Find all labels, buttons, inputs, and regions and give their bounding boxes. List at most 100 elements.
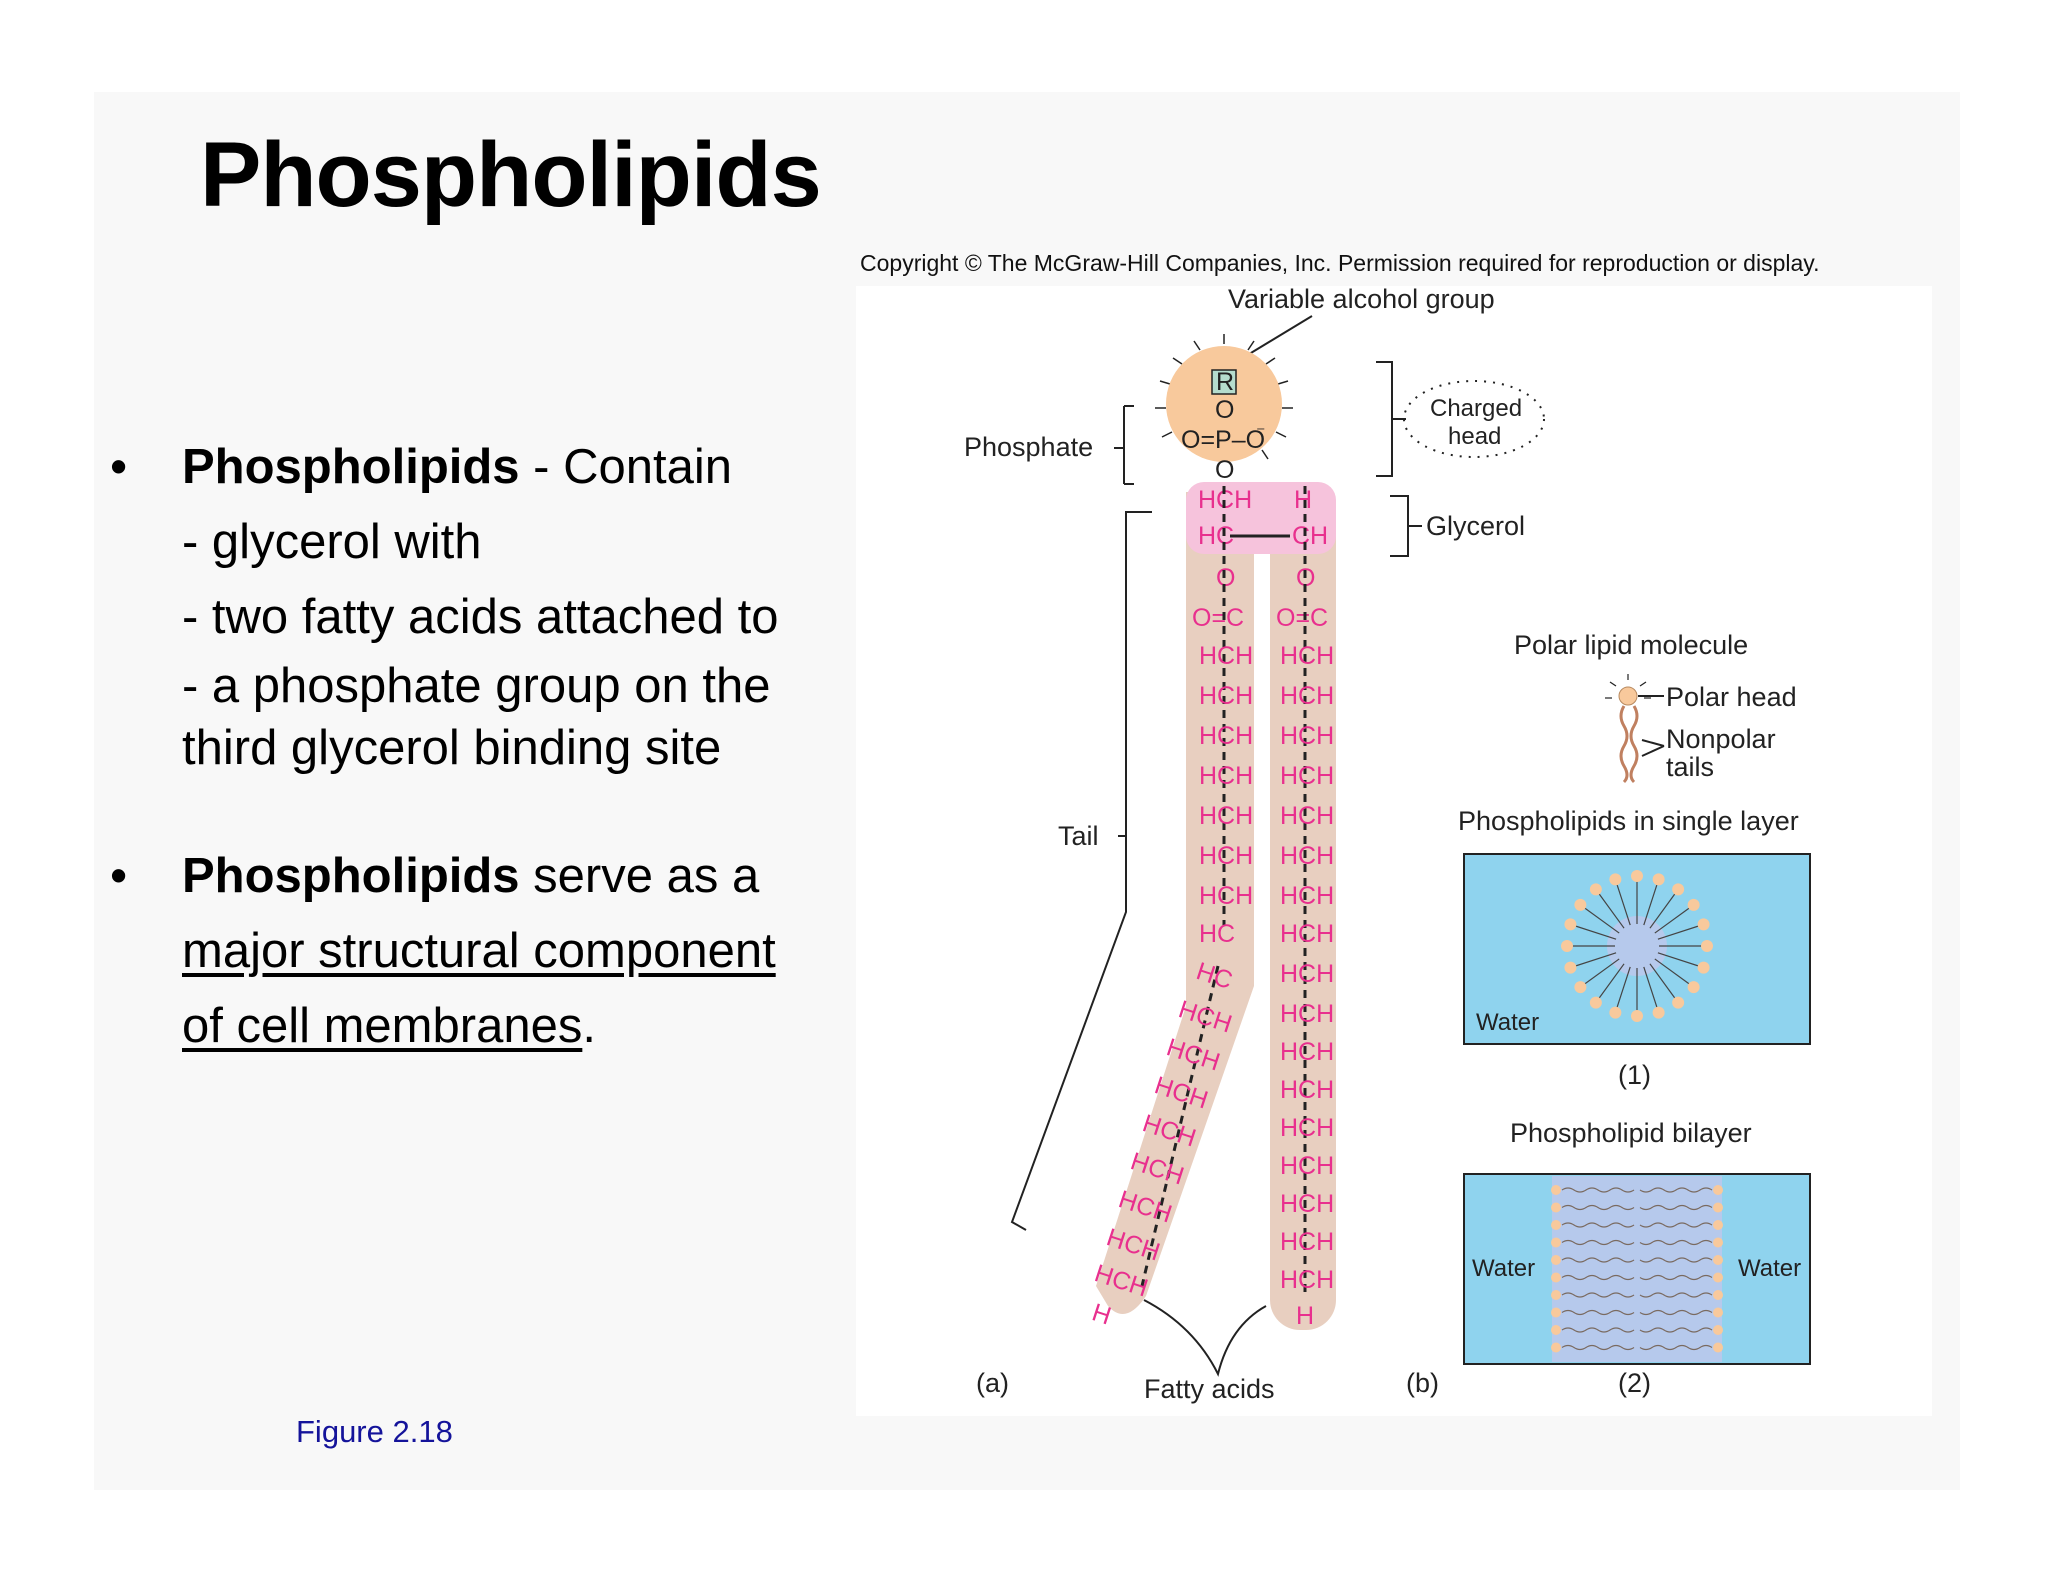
oxygen-bottom: O bbox=[1215, 456, 1234, 484]
glycerol-hc: HC bbox=[1198, 522, 1234, 550]
chain-hch: HCH bbox=[1199, 842, 1253, 870]
chain-hch: HCH bbox=[1280, 1000, 1334, 1028]
bilayer-tail bbox=[1561, 1309, 1635, 1316]
bullet-item-role: • Phospholipids serve as a major structu… bbox=[110, 839, 840, 1064]
micelle-head bbox=[1672, 883, 1685, 896]
label-fatty-acids: Fatty acids bbox=[1144, 1374, 1275, 1404]
bilayer-head bbox=[1551, 1220, 1561, 1230]
micelle-head bbox=[1589, 883, 1602, 896]
micelle-head bbox=[1697, 961, 1710, 974]
charged-head-rays bbox=[1155, 334, 1293, 460]
bilayer-head bbox=[1713, 1255, 1723, 1265]
micelle bbox=[1561, 870, 1713, 1022]
bullet-list: • Phospholipids - Contain - glycerol wit… bbox=[110, 430, 840, 1064]
bilayer-head bbox=[1713, 1325, 1723, 1335]
glycerol-bracket bbox=[1390, 495, 1422, 557]
ester-oxygen-left: O bbox=[1216, 564, 1235, 592]
bullet-bold-term: Phospholipids bbox=[182, 849, 520, 903]
charged-head-halo bbox=[1403, 380, 1545, 458]
label-panel-a: (a) bbox=[976, 1368, 1009, 1398]
bilayer-tail bbox=[1561, 1257, 1635, 1263]
bullet-item-contents: • Phospholipids - Contain - glycerol wit… bbox=[110, 430, 840, 779]
micelle-tail bbox=[1643, 879, 1660, 926]
bilayer-head bbox=[1713, 1307, 1723, 1318]
bullet-text: . bbox=[582, 999, 596, 1053]
left-chain: HCH HCH HCH HCH HCH HCH HCH HC HC HCH HC… bbox=[1089, 642, 1253, 1331]
bullet-line: - two fatty acids attached to bbox=[182, 590, 779, 644]
bilayer-head bbox=[1713, 1237, 1723, 1248]
polar-head-icon bbox=[1618, 686, 1638, 706]
micelle-tail bbox=[1649, 889, 1679, 929]
label-single-layer: Phospholipids in single layer bbox=[1458, 806, 1799, 836]
pointer-line bbox=[1641, 739, 1665, 757]
r-group-box bbox=[1211, 369, 1237, 395]
micelle-tail bbox=[1654, 958, 1694, 988]
micelle-head bbox=[1564, 961, 1577, 974]
label-glycerol: Glycerol bbox=[1426, 511, 1525, 541]
bilayer-head bbox=[1551, 1342, 1561, 1353]
chain-hch: HCH bbox=[1280, 920, 1334, 948]
label-water-right: Water bbox=[1738, 1255, 1801, 1282]
bilayer-head bbox=[1551, 1185, 1561, 1195]
bilayer-tail bbox=[1639, 1327, 1713, 1333]
bilayer-tail bbox=[1561, 1327, 1635, 1333]
bilayer-head bbox=[1713, 1342, 1723, 1353]
micelle-tail bbox=[1657, 923, 1704, 940]
chain-hch: HCH bbox=[1280, 1076, 1334, 1104]
nonpolar-tail-icon bbox=[1629, 705, 1639, 784]
chain-hch: HCH bbox=[1280, 1038, 1334, 1066]
chain-hch: HCH bbox=[1280, 1228, 1334, 1256]
micelle-head bbox=[1609, 873, 1622, 886]
chain-hch: HCH bbox=[1199, 682, 1253, 710]
bilayer-head bbox=[1551, 1307, 1561, 1318]
micelle-head bbox=[1564, 918, 1577, 931]
label-tails: tails bbox=[1666, 752, 1714, 782]
bilayer-tail bbox=[1639, 1309, 1713, 1316]
label-polar-head: Polar head bbox=[1666, 682, 1797, 712]
label-charged: Charged bbox=[1430, 395, 1522, 422]
chain-hch: HCH bbox=[1280, 882, 1334, 910]
copyright-notice: Copyright © The McGraw-Hill Companies, I… bbox=[860, 250, 1820, 276]
chain-hch: HCH bbox=[1199, 762, 1253, 790]
bilayer-tail bbox=[1639, 1257, 1713, 1263]
oxygen-top: O bbox=[1215, 396, 1234, 424]
micelle-head bbox=[1561, 940, 1573, 952]
slide-title: Phospholipids bbox=[200, 124, 822, 226]
glycerol-h: H bbox=[1294, 486, 1312, 514]
bilayer-tail bbox=[1639, 1344, 1713, 1351]
micelle-tail bbox=[1595, 963, 1625, 1003]
bullet-line: - a phosphate group on the bbox=[182, 659, 771, 713]
micelle-head bbox=[1631, 870, 1643, 882]
phospholipid-figure: .lbl { font-size:27px; fill:#222; } .pk … bbox=[856, 284, 1932, 1416]
chain-hch: HCH bbox=[1280, 960, 1334, 988]
bilayer-tail bbox=[1561, 1239, 1635, 1246]
bilayer-head bbox=[1713, 1202, 1723, 1213]
bilayer-tail bbox=[1639, 1239, 1713, 1246]
bilayer-head bbox=[1713, 1185, 1723, 1195]
chain-hch: HCH bbox=[1199, 802, 1253, 830]
label-panel-b: (b) bbox=[1406, 1368, 1439, 1398]
micelle-core bbox=[1607, 916, 1667, 976]
micelle-head bbox=[1652, 1006, 1665, 1019]
underlined-text: of cell membranes bbox=[182, 999, 583, 1053]
label-phosphate: Phosphate bbox=[964, 432, 1093, 462]
chain-hch: HCH bbox=[1280, 1266, 1334, 1294]
bullet-marker: • bbox=[110, 440, 128, 494]
label-tail: Tail bbox=[1058, 821, 1099, 851]
bilayer-tail bbox=[1561, 1187, 1635, 1193]
micelle-head bbox=[1631, 1010, 1643, 1022]
chain-hc: HC bbox=[1199, 920, 1235, 948]
glycerol-ch: CH bbox=[1292, 522, 1328, 550]
bullet-bold-term: Phospholipids bbox=[182, 440, 520, 494]
chain-hch: HCH bbox=[1199, 722, 1253, 750]
chain-hch: HCH bbox=[1199, 642, 1253, 670]
chain-hch: HCH bbox=[1280, 762, 1334, 790]
phosphate-formula: O=P–O bbox=[1181, 426, 1265, 454]
bilayer-head bbox=[1713, 1220, 1723, 1230]
phosphate-head bbox=[1166, 346, 1282, 462]
bilayer-head bbox=[1551, 1255, 1561, 1265]
r-group-label: R bbox=[1216, 368, 1234, 396]
micelle-tail bbox=[1580, 904, 1620, 934]
polar-head-rays bbox=[1605, 674, 1651, 699]
bullet-line: third glycerol binding site bbox=[182, 721, 722, 775]
